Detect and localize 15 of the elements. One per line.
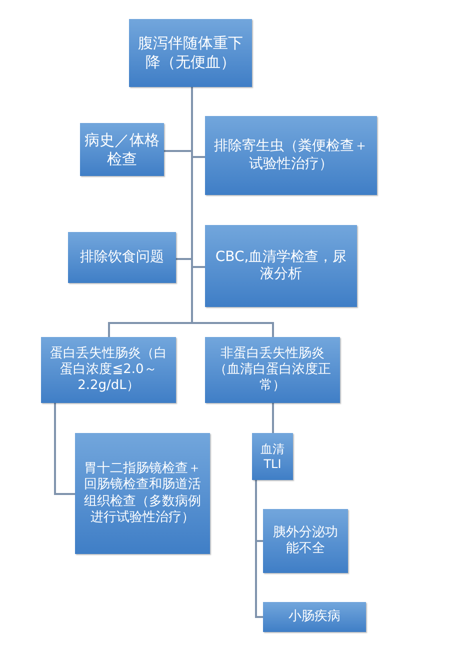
- process-box: 非蛋白丢失性肠炎（血清白蛋白浓度正常）: [205, 337, 340, 403]
- process-box: 小肠疾病: [263, 602, 366, 632]
- process-box: 胰外分泌功能不全: [263, 509, 348, 573]
- process-box: 排除寄生虫（粪便检查＋试验性治疗）: [205, 116, 377, 195]
- process-box: 血清 TLI: [252, 433, 293, 480]
- process-box: 蛋白丢失性肠炎（白蛋白浓度≦2.0～2.2g/dL）: [41, 337, 176, 403]
- process-box: 排除饮食问题: [68, 232, 176, 283]
- connector-line: [255, 480, 263, 618]
- connector-line: [272, 403, 274, 433]
- process-box: 腹泻伴随体重下降（无便血）: [129, 19, 252, 87]
- connector-line: [54, 403, 75, 495]
- process-box: 病史／体格检查: [80, 123, 164, 176]
- process-box: CBC,血清学检查，尿液分析: [205, 225, 357, 307]
- process-box: 胃十二指肠镜检查＋回肠镜检查和肠道活组织检查（多数病例进行试验性治疗）: [75, 433, 210, 554]
- connector-line: [191, 87, 274, 337]
